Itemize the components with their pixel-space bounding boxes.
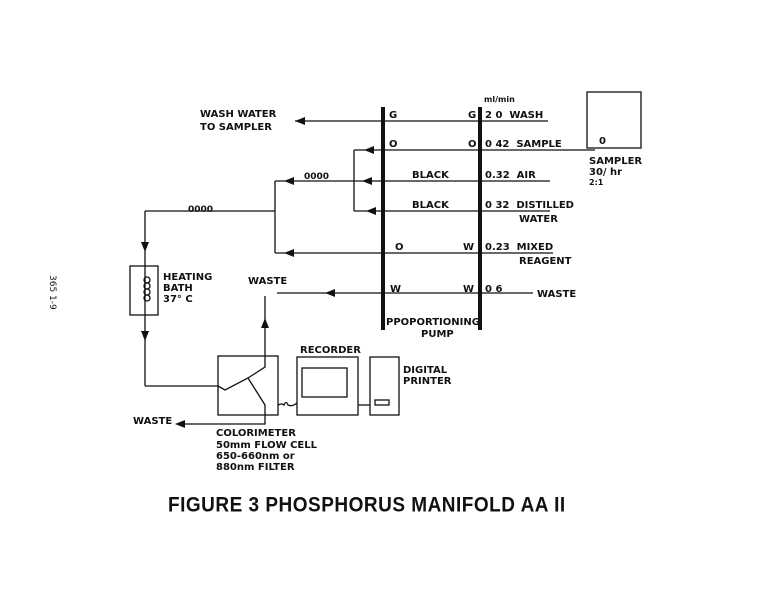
svg-text:W: W bbox=[463, 242, 474, 253]
heating-bath-box bbox=[129, 265, 159, 316]
printer-label-2: PRINTER bbox=[403, 376, 452, 387]
waste-top-label: WASTE bbox=[248, 276, 287, 287]
colorimeter-label-3: 650-660nm or bbox=[216, 451, 295, 462]
svg-text:0.32 AIR: 0.32 AIR bbox=[485, 170, 536, 181]
wash-line: G G 2 0 WASH bbox=[295, 110, 548, 125]
page-number: 365 1-9 bbox=[47, 275, 57, 310]
svg-text:0 32 DISTILLED: 0 32 DISTILLED bbox=[485, 200, 574, 211]
pump-label: PPOPORTIONING bbox=[386, 317, 480, 328]
svg-text:O: O bbox=[468, 139, 477, 150]
sample-line: O O 0 42 SAMPLE bbox=[354, 139, 595, 154]
svg-text:0.23 MIXED: 0.23 MIXED bbox=[485, 242, 553, 253]
air-line: 0000 BLACK 0.32 AIR bbox=[275, 170, 550, 185]
recorder-label: RECORDER bbox=[300, 345, 361, 356]
flow-unit: ml/min bbox=[484, 95, 515, 104]
recorder-screen bbox=[301, 367, 348, 398]
arrow-down-icon bbox=[141, 331, 149, 341]
colorimeter-label-2: 50mm FLOW CELL bbox=[216, 440, 318, 451]
colorimeter-label-4: 880nm FILTER bbox=[216, 462, 295, 473]
recorder-box bbox=[296, 356, 359, 416]
sampler-label-3: 2:1 bbox=[589, 178, 604, 187]
wash-water-label-2: TO SAMPLER bbox=[200, 122, 272, 133]
svg-text:2 0 WASH: 2 0 WASH bbox=[485, 110, 543, 121]
figure-caption: FIGURE 3 PHOSPHORUS MANIFOLD AA II bbox=[168, 494, 566, 517]
heating-coil-icon bbox=[143, 276, 151, 302]
arrow-down-icon bbox=[141, 242, 149, 252]
svg-text:0 42 SAMPLE: 0 42 SAMPLE bbox=[485, 139, 562, 150]
svg-text:G: G bbox=[389, 110, 397, 121]
arrow-up-icon bbox=[261, 318, 269, 328]
svg-text:W: W bbox=[463, 284, 474, 295]
printer-box bbox=[369, 356, 400, 416]
svg-text:BLACK: BLACK bbox=[412, 170, 450, 181]
coil-icon: 0000 bbox=[304, 172, 329, 182]
sampler-box bbox=[586, 91, 642, 149]
arrow-left-icon bbox=[175, 420, 185, 428]
colorimeter-flow bbox=[217, 296, 266, 391]
sampler-label-2: 30/ hr bbox=[589, 167, 622, 178]
svg-text:O: O bbox=[389, 139, 398, 150]
pump-label-2: PUMP bbox=[421, 329, 454, 340]
svg-text:W: W bbox=[390, 284, 401, 295]
colorimeter-box bbox=[217, 355, 279, 416]
sampler-mark: 0 bbox=[599, 136, 606, 147]
cable-icon bbox=[277, 401, 298, 407]
colorimeter-label: COLORIMETER bbox=[216, 428, 296, 439]
svg-text:REAGENT: REAGENT bbox=[519, 256, 572, 267]
waste-line: W W 0 6 WASTE bbox=[277, 284, 576, 300]
svg-text:0 6: 0 6 bbox=[485, 284, 502, 295]
heating-bath-label-3: 37° C bbox=[163, 294, 193, 305]
sampler-label: SAMPLER bbox=[589, 156, 642, 167]
printer-slot bbox=[374, 399, 390, 406]
heating-bath-label: HEATING bbox=[163, 272, 212, 283]
wash-water-label: WASH WATER bbox=[200, 109, 277, 120]
coil-icon: 0000 bbox=[188, 205, 213, 215]
svg-text:WASTE: WASTE bbox=[537, 289, 576, 300]
svg-text:BLACK: BLACK bbox=[412, 200, 450, 211]
distilled-water-line: BLACK 0 32 DISTILLED WATER bbox=[354, 200, 574, 225]
mixed-reagent-line: O W 0.23 MIXED REAGENT bbox=[275, 242, 572, 267]
svg-text:O: O bbox=[395, 242, 404, 253]
colorimeter-waste-line bbox=[180, 377, 266, 425]
waste-bottom-label: WASTE bbox=[133, 416, 172, 427]
printer-label: DIGITAL bbox=[403, 365, 448, 376]
svg-text:G: G bbox=[468, 110, 476, 121]
heating-bath-label-2: BATH bbox=[163, 283, 193, 294]
svg-text:WATER: WATER bbox=[519, 214, 558, 225]
